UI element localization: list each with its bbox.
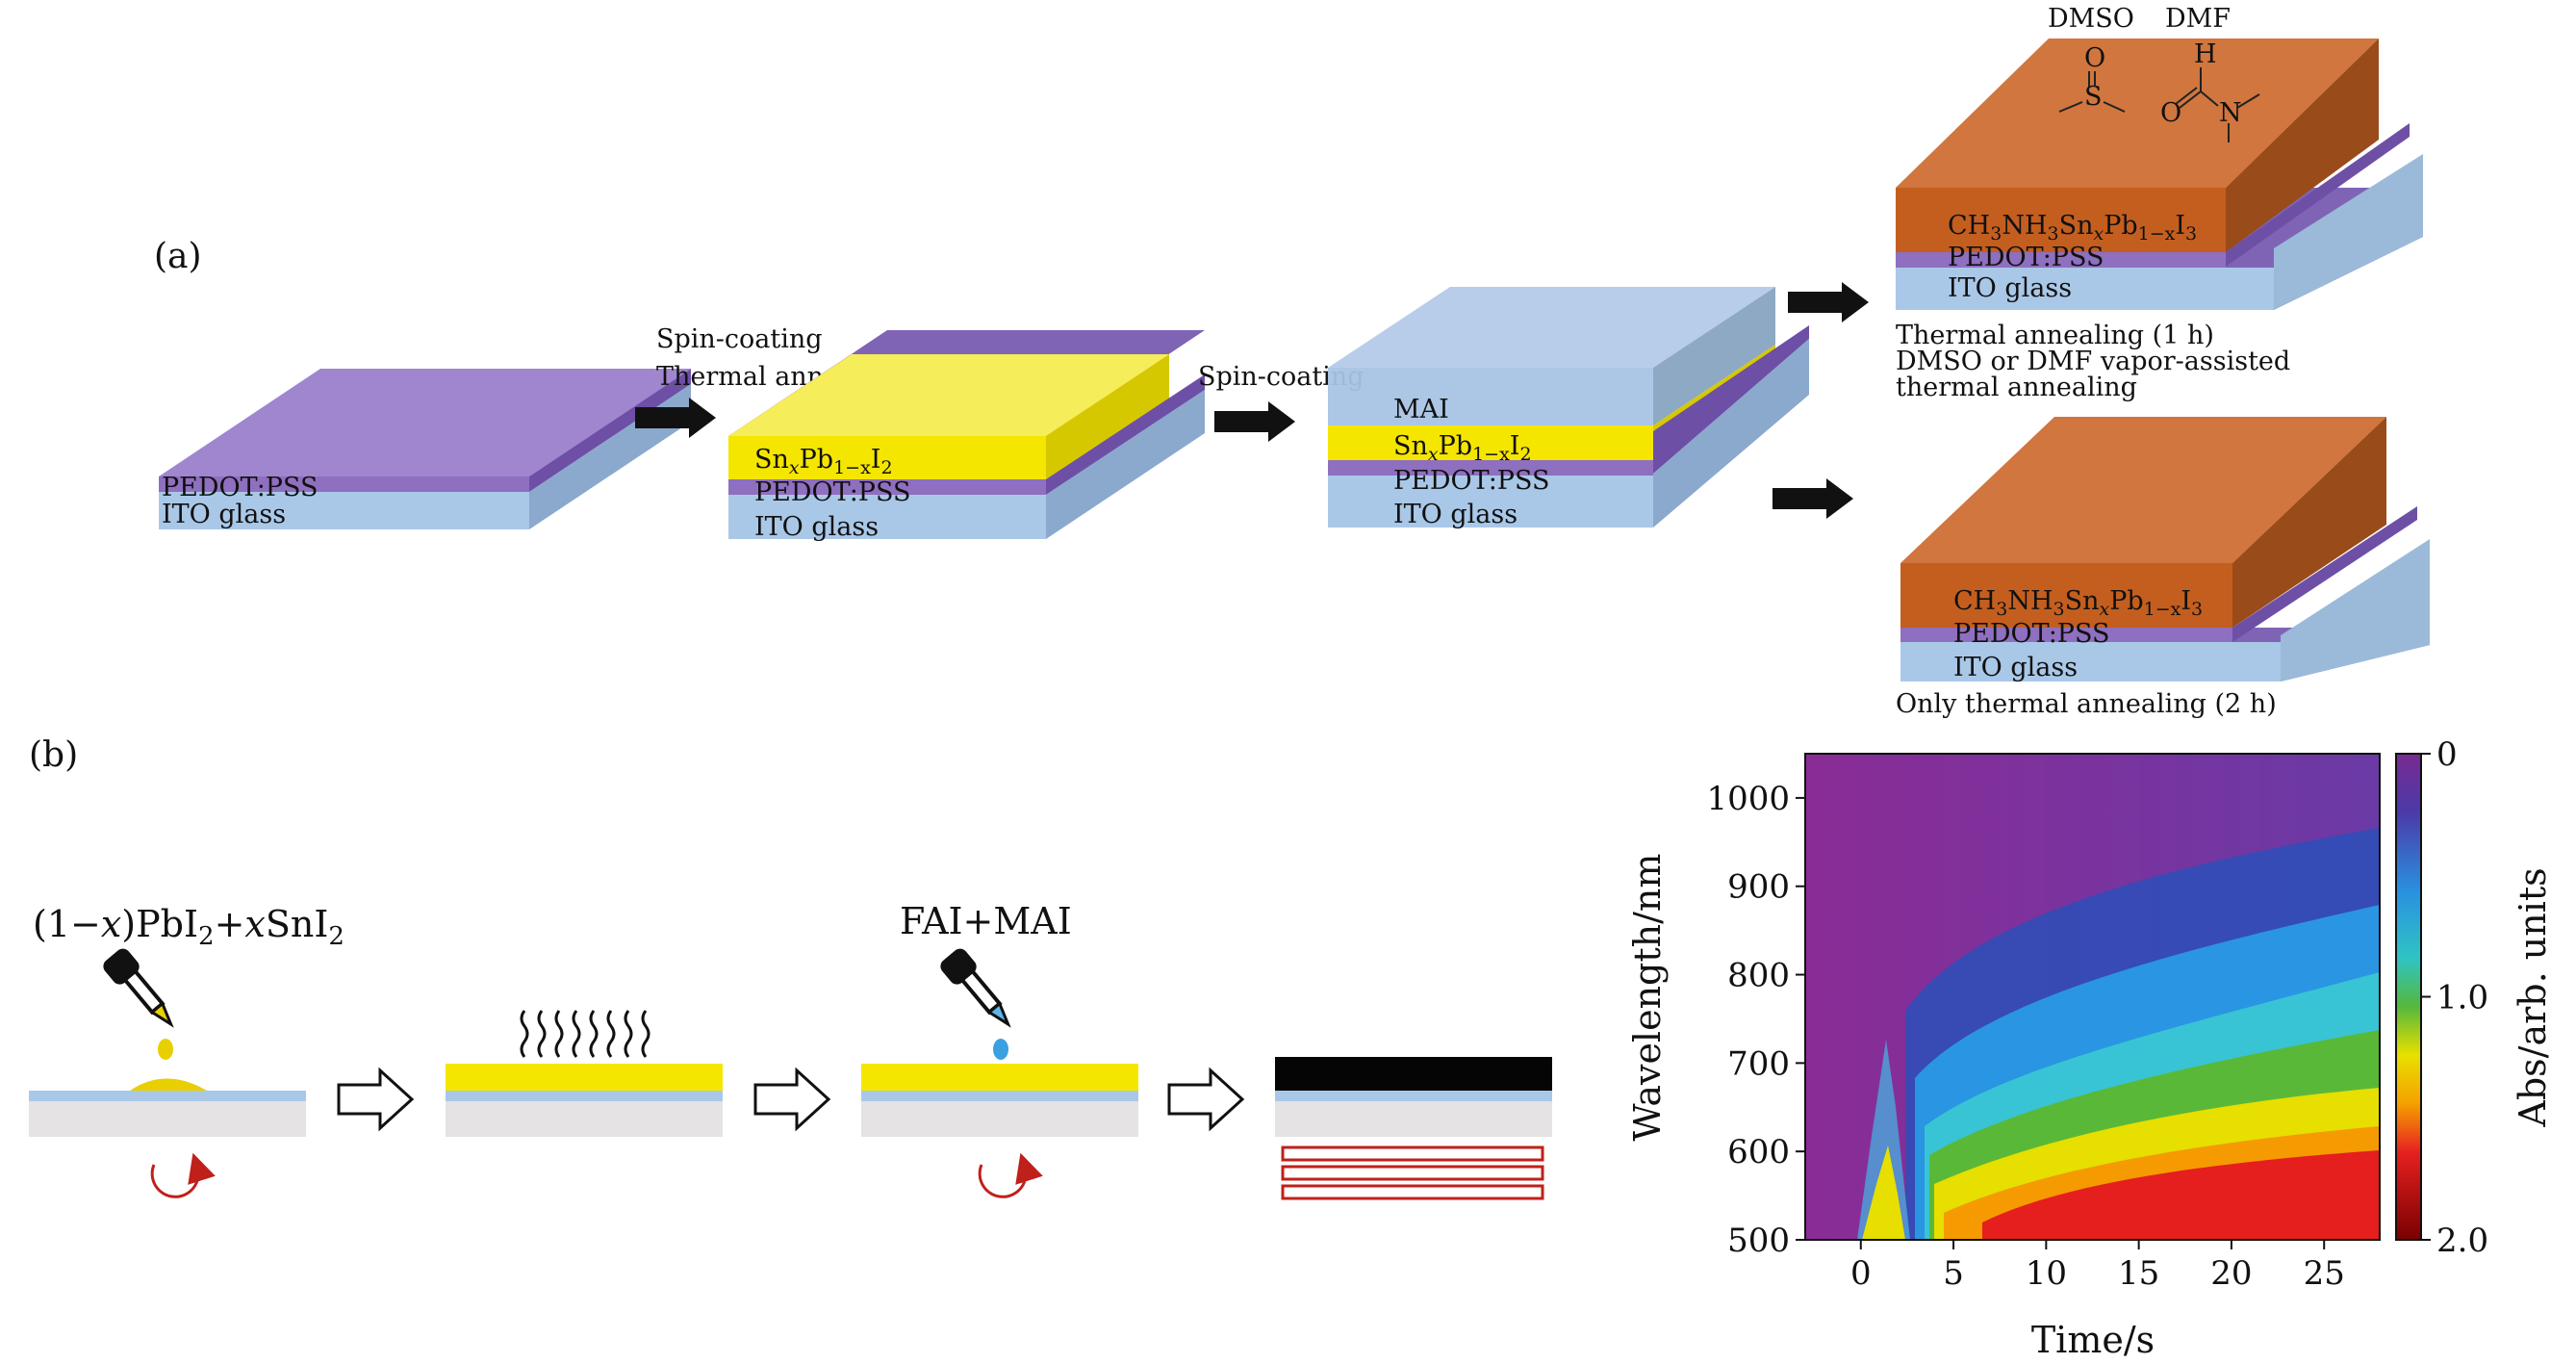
- top-pedot-label: PEDOT:PSS: [1948, 243, 2104, 272]
- stack2-snpb-label: SnxPb1−xI2: [754, 445, 893, 478]
- stack1-top-face: [159, 369, 691, 476]
- step-b4: [1275, 1057, 1552, 1200]
- dmso-label: DMSO: [2048, 4, 2134, 34]
- step-b1: [29, 948, 306, 1198]
- heatmap-plot-area: [1805, 754, 2380, 1240]
- bottom-perovskite-top: [1900, 417, 2386, 563]
- top-product-stack: CH3NH3SnxPb1−xI3 PEDOT:PSS ITO glass DMS…: [1896, 4, 2423, 310]
- step-b3: [861, 948, 1138, 1198]
- y-axis-label: Wavelength/nm: [1626, 854, 1669, 1142]
- hotplate-icon: [1281, 1145, 1544, 1200]
- bottom-ito-label: ITO glass: [1953, 653, 2078, 682]
- top-perovskite-top: [1896, 39, 2379, 188]
- y-tick-label: 1000: [1706, 780, 1790, 818]
- svg-text:N: N: [2219, 98, 2242, 128]
- yellow-drop-icon: [158, 1039, 173, 1060]
- stack2-ito-label: ITO glass: [754, 512, 879, 542]
- x-tick-label: 10: [2026, 1254, 2067, 1293]
- black-film-layer: [1275, 1057, 1552, 1091]
- stack2-yellow-top: [728, 354, 1169, 436]
- bottom-product-stack: CH3NH3SnxPb1−xI3 PEDOT:PSS ITO glass: [1900, 417, 2430, 682]
- arrow1-icon: [635, 398, 716, 438]
- svg-text:O: O: [2160, 98, 2181, 128]
- dropper-icon: [103, 948, 174, 1028]
- colorbar: [2395, 753, 2422, 1241]
- colorbar-label: Abs/arb. units: [2512, 867, 2554, 1127]
- bottom-perovskite-layer: [1900, 563, 2232, 628]
- bottom-perovskite-label: CH3NH3SnxPb1−xI3: [1953, 586, 2203, 620]
- top-perovskite-layer: [1896, 188, 2226, 252]
- svg-text:H: H: [2194, 39, 2217, 69]
- colorbar-ticks: 0 1.0 2.0: [2421, 735, 2488, 1260]
- stack3-snpb-label: SnxPb1−xI2: [1393, 431, 1532, 465]
- x-tick-label: 0: [1850, 1254, 1872, 1293]
- arrow-to-bottom-product-icon: [1773, 478, 1853, 519]
- process-arrow-1-icon: [337, 1067, 415, 1132]
- heatmap-chart: 0 5 10 15 20 25 500 600 700 800 900 1000 Time/s Wa…: [1626, 735, 2554, 1361]
- x-axis-label: Time/s: [2031, 1319, 2155, 1361]
- blue-drop-icon: [993, 1039, 1008, 1060]
- svg-text:O: O: [2084, 43, 2105, 73]
- dmf-label: DMF: [2165, 4, 2231, 34]
- arrow1-text-1: Spin-coating: [656, 324, 823, 354]
- dmf-structure-icon: H O N: [2160, 39, 2260, 142]
- step-b2: [446, 1010, 723, 1137]
- panel-a-label: (a): [154, 237, 202, 276]
- stack3-pedot-label: PEDOT:PSS: [1393, 466, 1550, 496]
- top-caption-1: Thermal annealing (1 h): [1896, 321, 2214, 350]
- bottom-caption: Only thermal annealing (2 h): [1896, 689, 2277, 719]
- top-perovskite-label: CH3NH3SnxPb1−xI3: [1948, 211, 2197, 244]
- arrow2-icon: [1214, 401, 1295, 442]
- x-tick-label: 20: [2210, 1254, 2252, 1293]
- x-tick-label: 5: [1943, 1254, 1964, 1293]
- stack-3: MAI SnxPb1−xI2 PEDOT:PSS ITO glass: [1328, 287, 1809, 529]
- x-tick-label: 15: [2118, 1254, 2159, 1293]
- colorbar-tick-label: 1.0: [2436, 979, 2488, 1017]
- precursor-label: (1−x)PbI2+xSnI2: [33, 903, 344, 951]
- stack1-ito-label: ITO glass: [162, 500, 286, 529]
- process-arrow-3-icon: [1167, 1067, 1245, 1132]
- top-caption-2: DMSO or DMF vapor-assisted: [1896, 347, 2290, 376]
- dropper-icon: [940, 948, 1011, 1028]
- heatmap-frame: [1804, 753, 2381, 1241]
- stack1-pedot-label: PEDOT:PSS: [162, 473, 319, 502]
- y-axis: 500 600 700 800 900 1000: [1706, 780, 1805, 1260]
- stack3-ito-label: ITO glass: [1393, 500, 1518, 529]
- antisolvent-label: FAI+MAI: [900, 900, 1072, 942]
- stack1-pedot-layer: [159, 476, 529, 492]
- colorbar-tick-label: 0: [2436, 735, 2458, 774]
- process-arrow-2-icon: [753, 1067, 831, 1132]
- spin-rotation-icon: [150, 1152, 216, 1198]
- dmso-structure-icon: O S: [2058, 43, 2126, 113]
- colorbar-tick-label: 2.0: [2436, 1222, 2488, 1260]
- y-tick-label: 700: [1727, 1044, 1790, 1083]
- top-ito-label: ITO glass: [1948, 273, 2072, 303]
- x-axis: 0 5 10 15 20 25: [1850, 1240, 2345, 1293]
- x-tick-label: 25: [2304, 1254, 2345, 1293]
- stack2-snpb-layer: [728, 436, 1046, 479]
- y-tick-label: 900: [1727, 868, 1790, 907]
- stack1-ito-layer: [159, 492, 529, 529]
- y-tick-label: 600: [1727, 1133, 1790, 1171]
- substrate-ito-layer: [29, 1091, 306, 1101]
- bottom-pedot-label: PEDOT:PSS: [1953, 619, 2110, 649]
- spin-rotation-icon: [978, 1152, 1043, 1198]
- y-tick-label: 800: [1727, 957, 1790, 995]
- stack-1: PEDOT:PSS ITO glass: [159, 369, 691, 529]
- stack3-mai-label: MAI: [1393, 395, 1449, 425]
- heat-waves-icon: [520, 1010, 650, 1058]
- stack3-mai-layer: [1328, 368, 1653, 425]
- svg-text:S: S: [2084, 82, 2103, 112]
- stack3-mai-top: [1328, 287, 1775, 368]
- panel-b-label: (b): [29, 735, 78, 775]
- stack-2: SnxPb1−xI2 PEDOT:PSS ITO glass: [728, 330, 1205, 542]
- arrow-to-top-product-icon: [1788, 282, 1869, 322]
- top-caption-3: thermal annealing: [1896, 373, 2137, 402]
- y-tick-label: 500: [1727, 1222, 1790, 1260]
- stack2-pedot-label: PEDOT:PSS: [754, 477, 911, 507]
- substrate-glass: [29, 1101, 306, 1137]
